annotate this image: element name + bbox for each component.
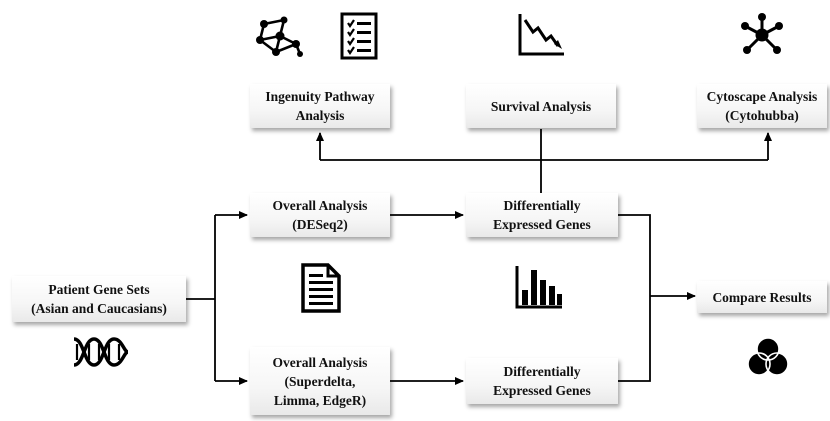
overall2-line-2: (Superdelta, bbox=[284, 373, 356, 389]
document-icon bbox=[301, 263, 341, 313]
network-graph-icon bbox=[256, 16, 303, 57]
ipa-line-1: Ingenuity Pathway bbox=[265, 89, 375, 104]
deg1-line-1: Differentially bbox=[503, 198, 581, 213]
cytoscape-line-1: Cytoscape Analysis bbox=[706, 89, 818, 104]
deg2-line-1: Differentially bbox=[503, 364, 581, 379]
patient-line-2: (Asian and Caucasians) bbox=[31, 301, 167, 316]
overall2-line-3: Limma, EdgeR) bbox=[273, 392, 367, 408]
patient-line-1: Patient Gene Sets bbox=[48, 282, 150, 297]
deg-box-bottom: Differentially Expressed Genes bbox=[466, 358, 618, 404]
dna-icon bbox=[73, 337, 129, 367]
ingenuity-pathway-analysis-box: Ingenuity Pathway Analysis bbox=[250, 84, 390, 128]
overall1-line-2: (DESeq2) bbox=[292, 217, 348, 232]
overall-analysis-deseq2-box: Overall Analysis (DESeq2) bbox=[250, 193, 390, 237]
overall2-line-1: Overall Analysis bbox=[272, 354, 368, 370]
connector-deg1-to-merge bbox=[618, 214, 651, 382]
deg-box-top: Differentially Expressed Genes bbox=[466, 193, 618, 237]
declining-chart-icon bbox=[518, 14, 564, 56]
survival-analysis-box: Survival Analysis bbox=[466, 84, 616, 128]
ipa-line-2: Analysis bbox=[295, 108, 345, 123]
bar-chart-icon bbox=[515, 266, 562, 309]
survival-line-1: Survival Analysis bbox=[490, 98, 592, 114]
venn-diagram-icon bbox=[747, 337, 789, 376]
deg1-line-2: Expressed Genes bbox=[493, 217, 591, 232]
overall1-line-1: Overall Analysis bbox=[272, 198, 368, 213]
patient-gene-sets-box: Patient Gene Sets (Asian and Caucasians) bbox=[12, 276, 186, 322]
compare-results-box: Compare Results bbox=[697, 281, 827, 313]
cytoscape-line-2: (Cytohubba) bbox=[725, 108, 799, 123]
overall-analysis-multi-box: Overall Analysis (Superdelta, Limma, Edg… bbox=[250, 347, 390, 415]
checklist-icon bbox=[340, 12, 378, 60]
hub-network-icon bbox=[741, 13, 783, 54]
deg2-line-2: Expressed Genes bbox=[493, 383, 591, 398]
compare-line-1: Compare Results bbox=[712, 289, 812, 305]
cytoscape-analysis-box: Cytoscape Analysis (Cytohubba) bbox=[697, 84, 827, 128]
